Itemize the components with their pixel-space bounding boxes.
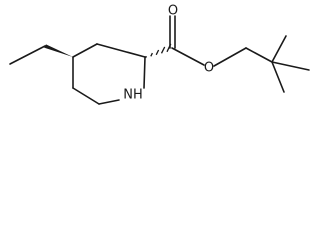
bond-quaternary-c-methyl-bottom: [271, 61, 285, 93]
bond-ester-o-ch2: [213, 47, 247, 67]
piperidine-ring: [72, 43, 146, 105]
bond-quaternary-c-methyl-right: [271, 61, 310, 71]
bond-quaternary-c-methyl-top: [271, 35, 287, 63]
ester-group: [145, 15, 247, 67]
carbonyl-oxygen-label: O: [168, 4, 178, 19]
bond-c5-c6: [72, 87, 100, 105]
ethyl-group: [9, 44, 73, 65]
bond-c3-c4: [72, 43, 98, 58]
wedge-bond-c4-ethyl: [44, 44, 73, 57]
bond-carbonyl-c-ester-o: [171, 47, 205, 66]
bond-n1-c2: [143, 56, 146, 89]
tert-butyl-group: [245, 35, 310, 93]
atom-labels: O O NH: [123, 4, 214, 103]
ring-nitrogen-label: NH: [123, 88, 143, 103]
ester-oxygen-label: O: [204, 61, 214, 76]
bond-c2-c3: [96, 43, 146, 58]
bond-c6-n1: [98, 99, 120, 105]
bond-ch2-quaternary-c: [245, 47, 273, 63]
molecule-structure: O O NH: [9, 4, 310, 105]
bond-ethyl-ch2-ch3: [9, 45, 46, 65]
hashed-bond-c2-carbonyl: [145, 43, 172, 59]
